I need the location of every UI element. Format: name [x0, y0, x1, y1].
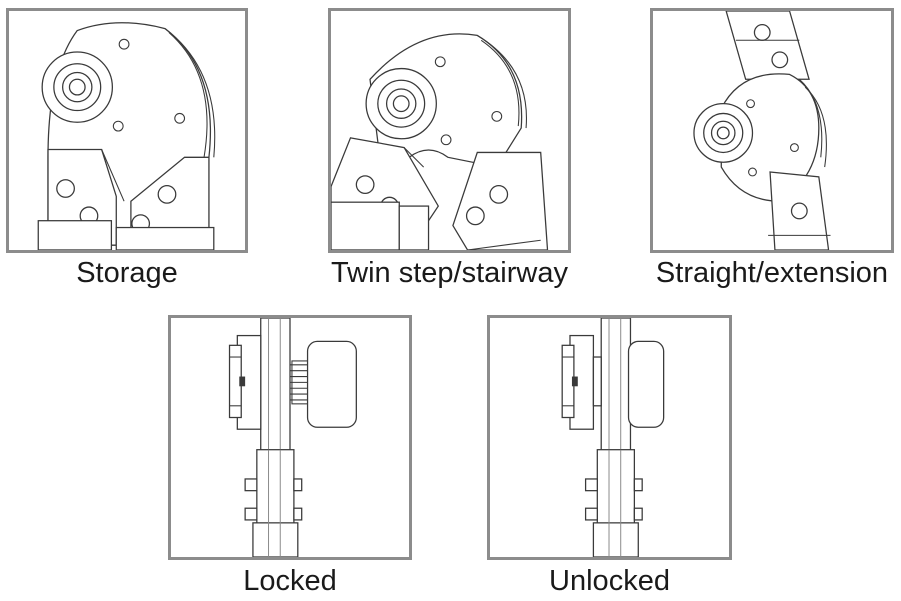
- locked-caption: Locked: [243, 565, 337, 597]
- locked-panel: [168, 315, 412, 560]
- straight-panel: [650, 8, 894, 253]
- straight-hinge-illustration: [693, 11, 831, 250]
- storage-hinge-illustration: [37, 22, 216, 250]
- storage-caption: Storage: [76, 257, 178, 289]
- storage-panel: [6, 8, 248, 253]
- unlocked-caption: Unlocked: [549, 565, 670, 597]
- unlocked-panel: [487, 315, 732, 560]
- twin-step-caption: Twin step/stairway: [331, 257, 568, 289]
- twin-step-hinge-illustration: [331, 33, 549, 250]
- straight-caption: Straight/extension: [655, 257, 889, 289]
- twin-step-panel: [328, 8, 571, 253]
- locked-hinge-illustration: [228, 318, 357, 557]
- unlocked-hinge-illustration: [561, 318, 665, 557]
